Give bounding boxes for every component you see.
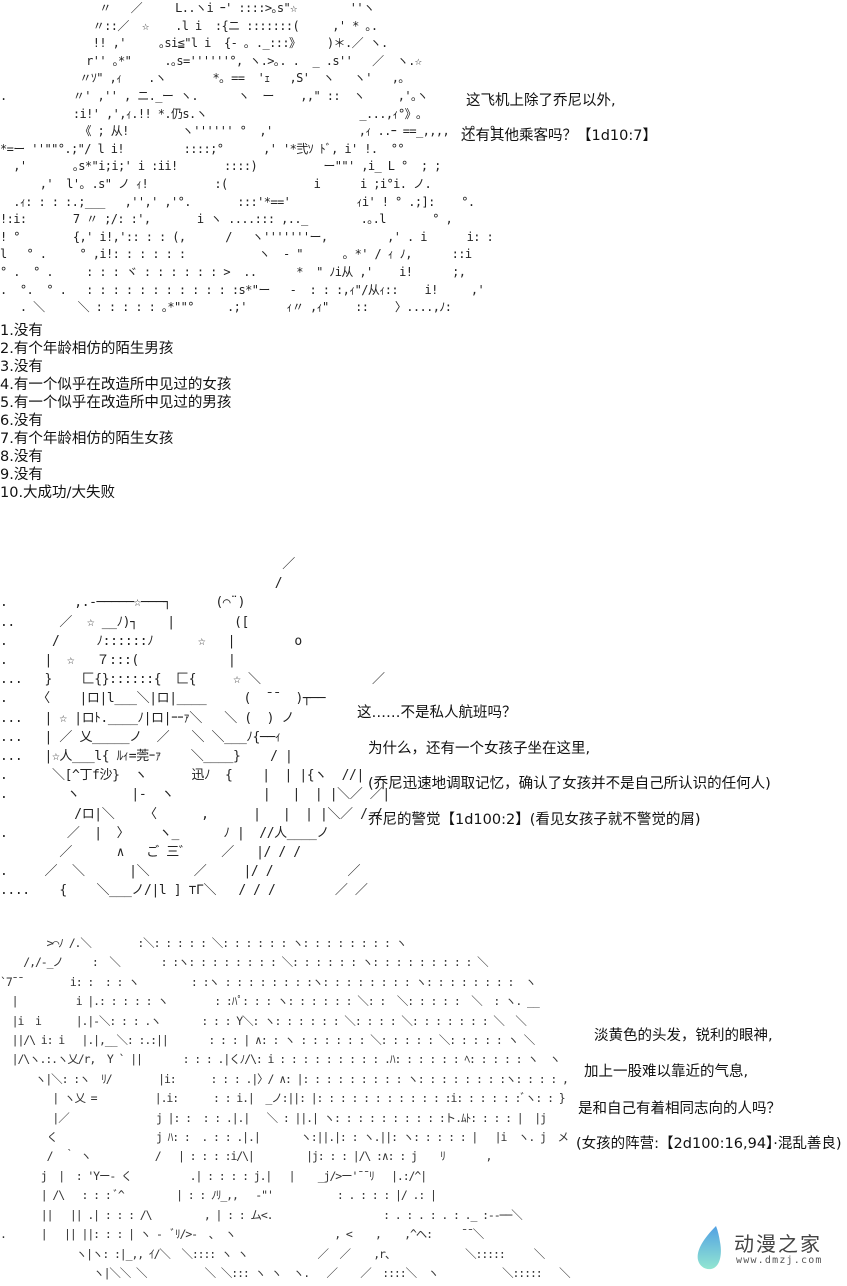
choice-item: 2.有个年龄相仿的陌生男孩 — [0, 341, 174, 357]
choice-item: 5.有一个似乎在改造所中见过的男孩 — [0, 395, 232, 411]
caption3-line1: 淡黄色的头发，锐利的眼神, — [594, 1028, 773, 1044]
choice-item: 6.没有 — [0, 413, 43, 429]
choice-item: 9.没有 — [0, 467, 43, 483]
caption2-line3: (乔尼迅速地调取记忆，确认了女孩并不是自己所认识的任何人) — [368, 776, 771, 792]
caption1-line1: 这飞机上除了乔尼以外, — [466, 93, 616, 109]
ascii-art-johnny-surprised: ／ / . ,.-─────☆───┐ (⌒¨) .. ／ ☆ __ﾉ)┐ | … — [0, 557, 390, 899]
caption3-line3: 是和自己有着相同志向的人吗？ — [578, 1101, 781, 1117]
caption2-line4: 乔尼的警觉【1d100:2】(看见女孩子就不警觉的屑) — [368, 812, 701, 828]
leaf-drop-icon — [697, 1226, 721, 1270]
dice-choice-list: 1.没有 2.有个年龄相仿的陌生男孩 3.没有 4.有一个似乎在改造所中见过的女… — [0, 322, 231, 502]
choice-item: 1.没有 — [0, 323, 43, 339]
choice-item: 7.有个年龄相仿的陌生女孩 — [0, 431, 174, 447]
dmzj-watermark: 动漫之家 www.dmzj.com — [690, 1222, 840, 1278]
caption2-line2: 为什么，还有一个女孩子坐在这里, — [368, 741, 591, 757]
ascii-art-blonde-girl: >⌒ﾉ /.＼ :＼: : : : : ＼: : : : : : ヽ: : : … — [0, 936, 571, 1280]
watermark-site-name: 动漫之家 — [734, 1232, 822, 1256]
choice-item: 4.有一个似乎在改造所中见过的女孩 — [0, 377, 232, 393]
choice-item: 10.大成功/大失败 — [0, 485, 115, 501]
caption3-line4: (女孩的阵营:【2d100:16,94】·混乱善良) — [576, 1136, 842, 1152]
caption2-line1: 这……不是私人航班吗？ — [357, 705, 517, 721]
choice-item: 3.没有 — [0, 359, 43, 375]
choice-item: 8.没有 — [0, 449, 43, 465]
caption1-line2: 还有其他乘客吗？【1d10:7】 — [461, 128, 657, 144]
watermark-url: www.dmzj.com — [736, 1255, 823, 1266]
caption3-line2: 加上一股难以靠近的气息, — [584, 1064, 749, 1080]
ascii-art-portrait-johnny: 〃 ／ L..ヽi ｰ' ::::>｡s"☆ ''ヽ 〃::／ ☆ .l i :… — [0, 1, 496, 315]
